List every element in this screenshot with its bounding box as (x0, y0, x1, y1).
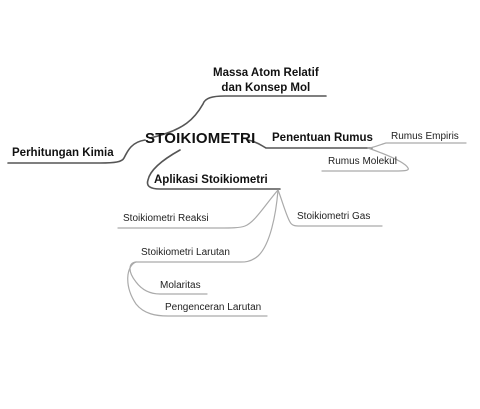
central-topic[interactable]: STOIKIOMETRI (145, 130, 256, 147)
connector-aplikasi (146, 149, 281, 190)
connector-reaksi (117, 189, 279, 229)
branch-massa-atom[interactable]: Massa Atom Relatif dan Konsep Mol (213, 66, 319, 96)
sub-rumus-molekul[interactable]: Rumus Molekul (328, 156, 397, 167)
connector-larutan (135, 189, 279, 263)
connector-perhitungan (7, 139, 146, 164)
branch-perhitungan-kimia[interactable]: Perhitungan Kimia (12, 147, 114, 159)
sub-pengenceran-larutan[interactable]: Pengenceran Larutan (165, 302, 262, 313)
branch-massa-line2: dan Konsep Mol (221, 82, 311, 94)
connector-pengenceran (127, 261, 268, 317)
connector-empiris (369, 142, 467, 149)
connector-penentuan (247, 139, 373, 149)
connector-molekul (321, 147, 409, 172)
sub-stoikiometri-reaksi[interactable]: Stoikiometri Reaksi (123, 213, 209, 224)
connector-massa (149, 95, 327, 139)
sub-rumus-empiris[interactable]: Rumus Empiris (391, 131, 459, 142)
branch-aplikasi-stoikiometri[interactable]: Aplikasi Stoikiometri (154, 174, 268, 186)
sub-molaritas[interactable]: Molaritas (160, 280, 201, 291)
branch-massa-line1: Massa Atom Relatif (213, 67, 319, 79)
sub-stoikiometri-larutan[interactable]: Stoikiometri Larutan (141, 247, 230, 258)
branch-penentuan-rumus[interactable]: Penentuan Rumus (272, 132, 373, 144)
sub-stoikiometri-gas[interactable]: Stoikiometri Gas (297, 211, 371, 222)
connector-gas (277, 189, 383, 227)
